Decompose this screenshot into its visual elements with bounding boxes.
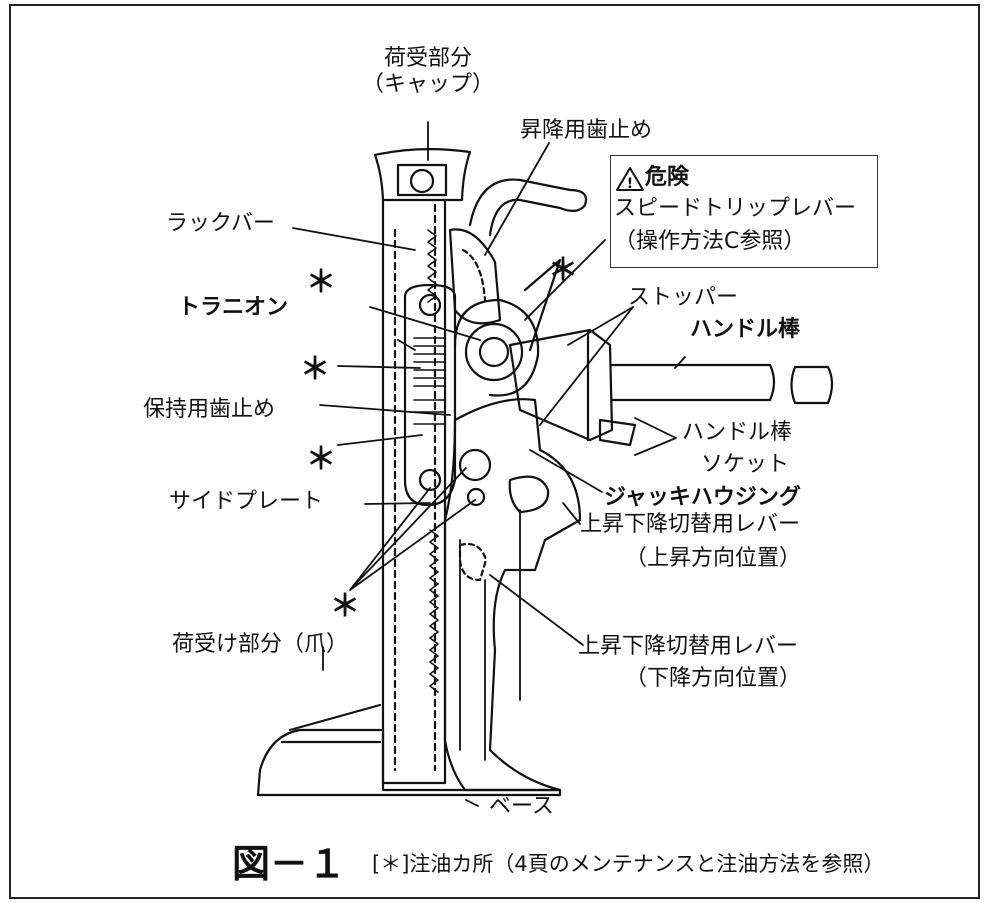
- jack-housing-label: ジャッキハウジング: [604, 485, 801, 510]
- top-pin: [418, 293, 442, 317]
- cap-pin: [409, 168, 435, 194]
- housing-leg: [459, 509, 521, 761]
- cap-label: 荷受部分 （キャップ）: [362, 46, 494, 99]
- oil-mark: ＊: [300, 352, 330, 387]
- lever-up-label: 上昇下降切替用レバー: [580, 512, 801, 537]
- danger-box: [610, 155, 878, 268]
- oil-mark: ＊: [548, 253, 578, 288]
- low-pin: [418, 468, 442, 492]
- rack-bar-label: ラックバー: [166, 211, 275, 236]
- handle-socket-label-1: ハンドル棒: [682, 420, 793, 445]
- holding-pawl-label: 保持用歯止め: [143, 397, 276, 422]
- figure-title: 図－１: [232, 842, 347, 886]
- side-plate-left: [403, 283, 457, 507]
- base-label: ベース: [489, 794, 554, 819]
- base: [256, 728, 562, 797]
- holding-spring: [413, 337, 445, 425]
- speed-trip-lever-label: スピードトリップレバー: [614, 196, 857, 221]
- top-hook: [468, 178, 588, 237]
- speed-trip-lever-note: （操作方法C参照）: [614, 229, 806, 254]
- stopper-label: ストッパー: [628, 285, 739, 310]
- cap-label-line2: （キャップ）: [362, 72, 495, 98]
- oil-mark: ＊: [306, 442, 336, 477]
- svg-text:!: !: [627, 176, 633, 192]
- raise-pawl-dash: [461, 248, 487, 302]
- cap-bracket: [396, 163, 448, 197]
- trunnion-hub: [478, 336, 510, 368]
- rack-inner: [393, 203, 437, 772]
- warning-triangle-icon: [616, 167, 644, 191]
- raise-pawl-label: 昇降用歯止め: [520, 118, 653, 143]
- danger-title: 危険: [645, 165, 690, 190]
- rack-teeth: [427, 229, 439, 693]
- leader-lines: [292, 121, 686, 807]
- figure-frame: [9, 4, 980, 899]
- lever-up: [508, 475, 550, 514]
- toe-claw-label: 荷受け部分（爪）: [172, 632, 349, 657]
- speed-trip-lever: [523, 258, 562, 352]
- handle-socket: [508, 328, 614, 442]
- housing-pin-2: [466, 487, 486, 507]
- cap-part: [373, 148, 472, 202]
- cap-label-line1: 荷受部分: [384, 46, 473, 71]
- trunnion-label: トラニオン: [178, 295, 289, 320]
- jack-housing: [443, 398, 582, 792]
- socket-block: [586, 330, 637, 447]
- toe-claw: [280, 703, 382, 744]
- lever-down: [458, 542, 488, 582]
- lever-down-note: （下降方向位置）: [625, 666, 802, 691]
- housing-pin-1: [458, 448, 492, 482]
- figure-note: [＊]注油カ所（4頁のメンテナンスと注油方法を参照）: [372, 852, 885, 876]
- handle-bar: [610, 363, 776, 402]
- oil-mark: ＊: [330, 589, 360, 624]
- lever-down-label: 上昇下降切替用レバー: [578, 634, 799, 659]
- trunnion-arc: [453, 298, 540, 397]
- side-plate-label: サイドプレート: [169, 489, 324, 514]
- oil-mark: ＊: [306, 265, 336, 300]
- lever-up-note: （上昇方向位置）: [625, 546, 802, 571]
- handle-socket-label-2: ソケット: [701, 452, 790, 477]
- handle-bar-label: ハンドル棒: [690, 317, 801, 342]
- trunnion: [464, 322, 524, 382]
- rack-bar: [381, 198, 447, 785]
- handle-bar-end: [790, 365, 834, 405]
